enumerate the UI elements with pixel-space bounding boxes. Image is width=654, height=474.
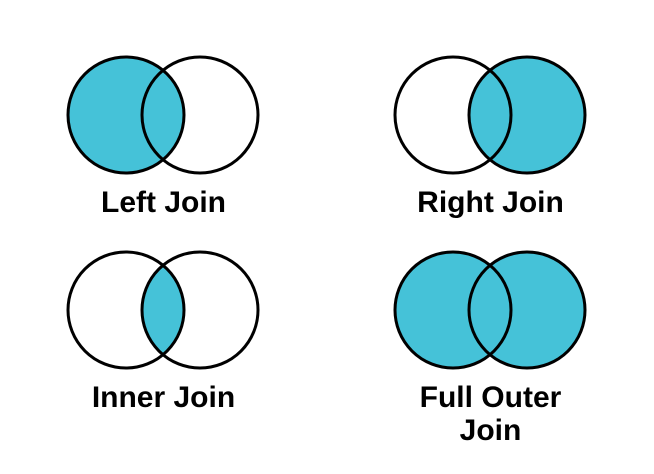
left-join-panel: Left Join [0, 0, 327, 237]
intersection-region-fill [141, 70, 184, 160]
full-outer-join-venn-diagram [393, 250, 586, 370]
left-circle-outline [66, 55, 185, 175]
left-join-label: Left Join [101, 186, 226, 219]
right-circle-outline [467, 55, 586, 175]
inner-join-label: Inner Join [91, 381, 236, 414]
right-join-venn-diagram [393, 55, 586, 175]
left-circle-outline [393, 250, 512, 370]
left-circle-outline [393, 55, 512, 175]
full-outer-join-label: Full Outer Join [419, 381, 562, 447]
intersection-region-fill [468, 70, 511, 160]
inner-join-venn-diagram [66, 250, 259, 370]
right-circle-outline [140, 55, 259, 175]
right-join-panel: Right Join [327, 0, 654, 237]
left-circle-outline [66, 250, 185, 370]
right-circle-outline [140, 250, 259, 370]
intersection-region-fill [468, 265, 511, 355]
full-outer-join-panel: Full Outer Join [327, 237, 654, 474]
right-circle-outline [467, 250, 586, 370]
inner-join-panel: Inner Join [0, 237, 327, 474]
left-join-venn-diagram [66, 55, 259, 175]
intersection-region-fill [141, 265, 184, 355]
right-join-label: Right Join [417, 186, 564, 219]
